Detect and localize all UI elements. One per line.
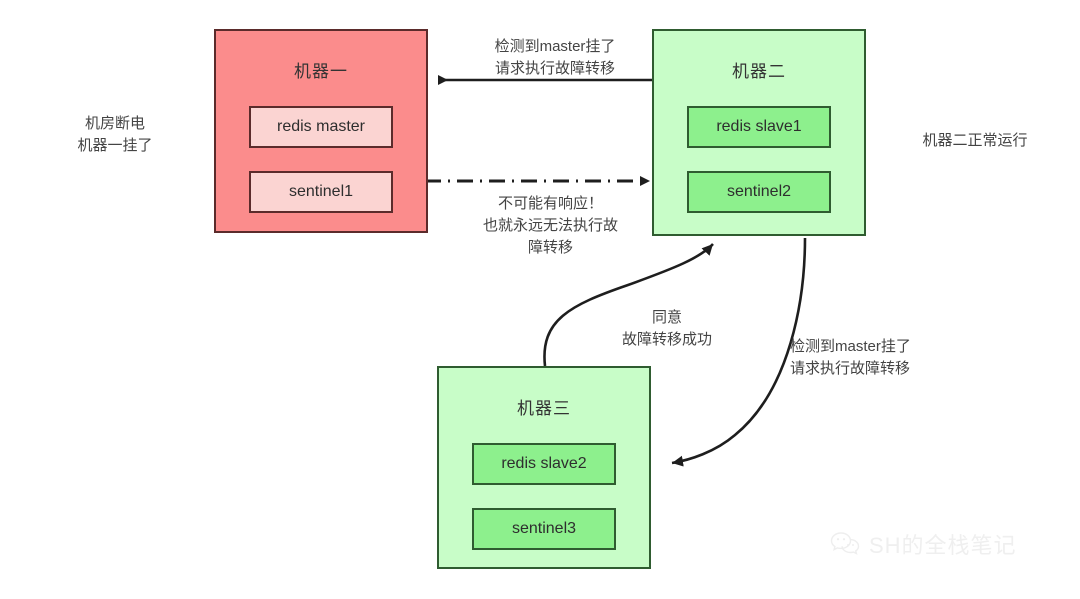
service-redis-master[interactable]: redis master [249, 106, 393, 148]
service-redis-slave1[interactable]: redis slave1 [687, 106, 831, 148]
wechat-icon [830, 531, 860, 557]
machine-1-title: 机器一 [294, 62, 348, 81]
watermark: SH的全栈笔记 [830, 528, 1017, 560]
service-sentinel3[interactable]: sentinel3 [472, 508, 616, 550]
machine-3-box[interactable]: 机器三 redis slave2 sentinel3 [437, 366, 651, 569]
machine-2-box[interactable]: 机器二 redis slave1 sentinel2 [652, 29, 866, 236]
annotation-agree-failover-success: 同意 故障转移成功 [621, 309, 712, 348]
annotation-left-power-outage: 机房断电 机器一挂了 [77, 115, 153, 154]
machine-1-box[interactable]: 机器一 redis master sentinel1 [214, 29, 428, 233]
machine-2-title: 机器二 [732, 62, 786, 81]
service-redis-slave2[interactable]: redis slave2 [472, 443, 616, 485]
service-sentinel2[interactable]: sentinel2 [687, 171, 831, 213]
machine-3-title: 机器三 [517, 399, 571, 418]
annotation-right-machine2-ok: 机器二正常运行 [922, 132, 1028, 149]
annotation-top-detect-master-down: 检测到master挂了 请求执行故障转移 [494, 38, 616, 77]
watermark-text: SH的全栈笔记 [869, 533, 1017, 558]
annotation-lower-detect-master-down: 检测到master挂了 请求执行故障转移 [790, 338, 911, 377]
service-sentinel1[interactable]: sentinel1 [249, 171, 393, 213]
annotation-no-response-possible: 不可能有响应！ 也就永远无法执行故 障转移 [482, 195, 618, 256]
